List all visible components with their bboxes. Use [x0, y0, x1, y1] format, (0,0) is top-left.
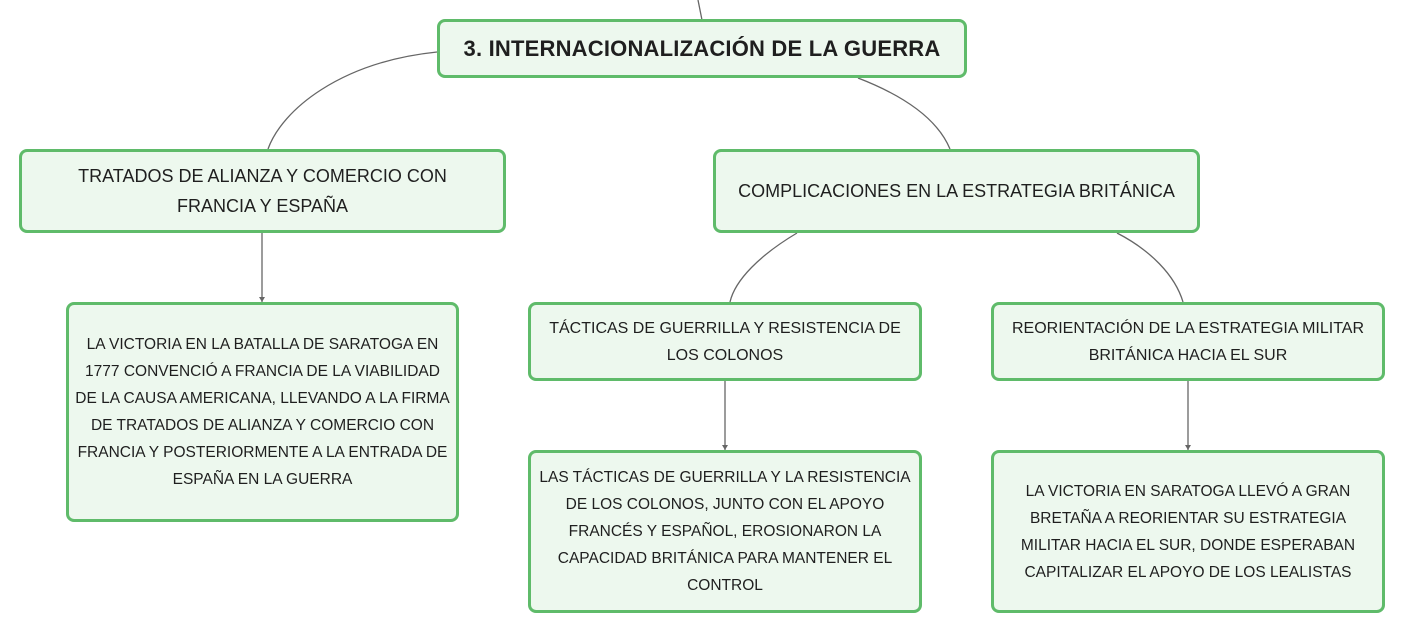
topic-complicaciones-estrategia[interactable]: COMPLICACIONES EN LA ESTRATEGIA BRITÁNIC… [713, 149, 1200, 233]
connector-complicaciones-to-tacticas [729, 232, 798, 303]
subtopic-label: REORIENTACIÓN DE LA ESTRATEGIA MILITAR B… [1011, 319, 1365, 364]
subtopic-estrategia-sur-lealistas[interactable]: LA VICTORIA EN SARATOGA LLEVÓ A GRAN BRE… [991, 450, 1385, 613]
subtopic-erosion-capacidad[interactable]: LAS TÁCTICAS DE GUERRILLA Y LA RESISTENC… [528, 450, 922, 613]
subtopic-tacticas-guerrilla[interactable]: TÁCTICAS DE GUERRILLA Y RESISTENCIA DE L… [528, 302, 922, 381]
subtopic-label: TÁCTICAS DE GUERRILLA Y RESISTENCIA DE L… [549, 319, 901, 364]
topic-label: COMPLICACIONES EN LA ESTRATEGIA BRITÁNIC… [738, 181, 1175, 201]
connector-parent-stub [697, 0, 703, 21]
topic-label: TRATADOS DE ALIANZA Y COMERCIO CON FRANC… [78, 166, 447, 216]
subtopic-saratoga-francia[interactable]: LA VICTORIA EN LA BATALLA DE SARATOGA EN… [66, 302, 459, 522]
root-topic-label: 3. INTERNACIONALIZACIÓN DE LA GUERRA [463, 35, 941, 61]
connector-root-to-complicaciones [857, 77, 951, 150]
subtopic-reorientacion-sur[interactable]: REORIENTACIÓN DE LA ESTRATEGIA MILITAR B… [991, 302, 1385, 381]
subtopic-label: LA VICTORIA EN SARATOGA LLEVÓ A GRAN BRE… [1020, 482, 1356, 581]
connector-root-to-tratados [267, 51, 438, 150]
subtopic-label: LA VICTORIA EN LA BATALLA DE SARATOGA EN… [75, 336, 450, 488]
connector-complicaciones-to-reorientacion [1116, 232, 1184, 303]
topic-tratados-alianza[interactable]: TRATADOS DE ALIANZA Y COMERCIO CON FRANC… [19, 149, 506, 233]
root-topic[interactable]: 3. INTERNACIONALIZACIÓN DE LA GUERRA [437, 19, 967, 78]
subtopic-label: LAS TÁCTICAS DE GUERRILLA Y LA RESISTENC… [539, 469, 911, 594]
